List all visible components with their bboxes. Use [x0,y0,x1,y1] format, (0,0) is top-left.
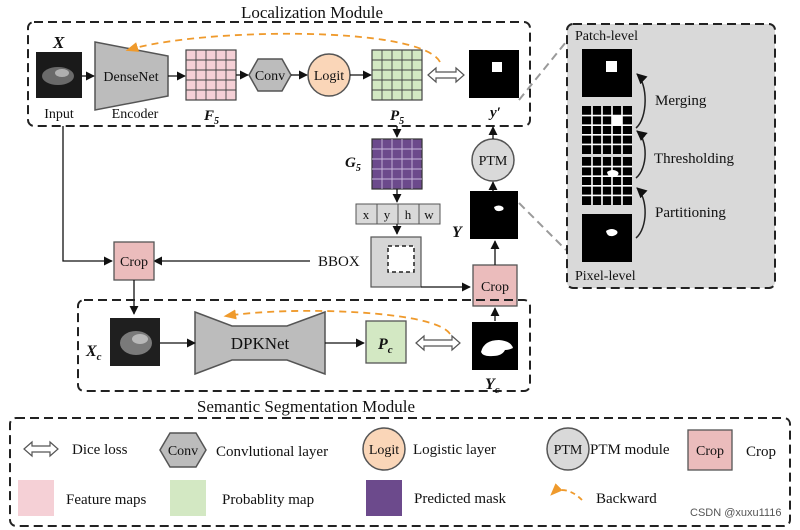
segmentation-module-box [77,299,531,392]
localization-module-box [27,21,531,127]
yc-mask-shape [481,340,513,357]
merging-grid-image [582,106,632,154]
bbox-fields: x y h w [355,203,441,225]
y-mask-shape [494,205,504,212]
patch-level-white-patch [606,61,617,72]
patch-level-label: Patch-level [575,29,638,44]
g5-mask-grid [371,138,423,190]
legend-logit-icon [362,427,406,471]
bbox-field-w: w [424,207,434,222]
partitioning-arrow [635,187,648,239]
input-label: Input [44,107,74,122]
p5-label: P5 [390,108,404,127]
conv-label: Conv [255,69,285,84]
pixel-level-label: Pixel-level [575,269,636,284]
dpknet-shape [194,310,326,376]
dice-loss-arrow-top [427,66,465,84]
legend-ptm-icon-label: PTM [554,443,583,458]
legend-logit-label: Logistic layer [413,442,496,458]
crop-left-box [113,241,155,281]
xc-image-highlight [132,334,148,344]
thresholding-arrow [635,130,648,179]
crop-left-label: Crop [120,255,148,270]
encoder-label: Encoder [112,107,159,122]
input-image-highlight [55,69,69,77]
densenet-encoder [94,41,169,111]
watermark: CSDN @xuxu1116 [690,507,781,519]
legend-feature-label: Feature maps [66,492,147,508]
legend-dice-label: Dice loss [72,442,128,458]
legend-prob-label: Probablity map [222,492,314,508]
y-mask [470,191,518,239]
legend-conv-label: Convlutional layer [216,444,328,460]
crop-right-label: Crop [481,280,509,295]
pc-label: Pc [377,336,393,356]
legend-conv-icon [159,432,207,468]
densenet-label: DenseNet [103,70,158,85]
pc-box [365,320,407,364]
segmentation-module-title: Semantic Segmentation Module [197,397,415,416]
y-prime-mask [469,50,519,98]
bbox-field-h: h [405,207,412,222]
legend-prob-icon [170,480,206,516]
legend-box [9,417,791,527]
legend-conv-icon-label: Conv [168,444,198,459]
yc-label: Yc [485,376,500,396]
legend-backward-icon [550,483,583,501]
thresholding-label: Thresholding [654,151,734,167]
legend-backward-label: Backward [596,491,657,507]
zoom-line-top [518,41,567,101]
logit-label: Logit [314,69,344,84]
legend-pred-label: Predicted mask [414,491,507,507]
legend-crop-label: Crop [746,444,776,460]
f5-label: F5 [203,108,219,127]
legend-ptm-label: PTM module [590,442,670,458]
legend-logit-icon-label: Logit [369,443,399,458]
f5-feature-grid [185,49,237,101]
legend-crop-icon-label: Crop [696,444,724,459]
bbox-label: BBOX [318,254,360,270]
g5-label: G5 [345,155,361,174]
legend-crop-icon [687,429,733,471]
partitioning-label: Partitioning [655,205,726,221]
y-prime-label: y′ [488,105,501,121]
dpknet-label: DPKNet [231,334,290,353]
merging-arrow [635,73,648,129]
merging-label: Merging [655,93,707,109]
patch-level-image [582,49,632,97]
zoom-line-bottom [518,202,567,251]
y-label: Y [452,224,463,241]
localization-module-title: Localization Module [241,3,383,22]
input-x-label: X [52,33,65,52]
legend-dice-icon [23,440,59,458]
bbox-dashed-region [387,245,415,273]
xc-label: Xc [85,343,102,363]
arrow-input-crop-left [62,126,113,266]
pixel-level-shape [606,229,618,237]
ptm-label: PTM [479,154,508,169]
y-prime-patch [492,62,502,72]
thresholding-grid-image [582,157,632,205]
legend-ptm-icon [546,427,590,471]
bbox-field-y: y [384,207,391,222]
bbox-field-x: x [363,207,370,222]
p5-probability-grid [371,49,423,101]
backward-arc-seg [223,309,451,335]
legend-pred-icon [366,480,402,516]
dice-loss-arrow-seg [415,334,461,352]
pixel-level-image [582,214,632,262]
legend-feature-icon [18,480,54,516]
backward-arc-top [125,32,441,63]
